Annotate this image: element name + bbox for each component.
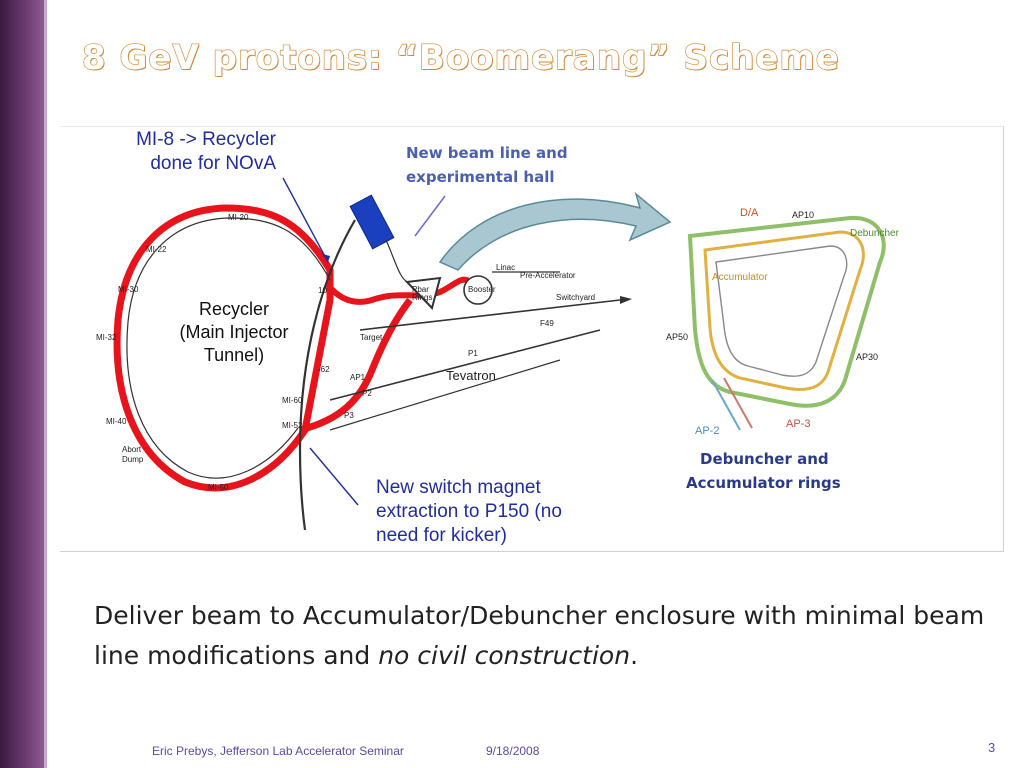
label-mi40: MI-40 xyxy=(106,417,127,426)
new-beamline-text-1: New beam line and xyxy=(406,144,568,162)
label-mi20: MI-20 xyxy=(228,213,249,222)
newbeam-pointer xyxy=(414,195,446,237)
bullet-text-main: Deliver beam to Accumulator/Debuncher en… xyxy=(94,601,985,670)
tevatron-line xyxy=(329,329,601,401)
new-beamline-wire xyxy=(385,239,409,283)
bullet-text: Deliver beam to Accumulator/Debuncher en… xyxy=(94,596,1004,676)
recycler-label-line2: (Main Injector xyxy=(179,322,289,342)
label-preacc: Pre-Accelerator xyxy=(520,271,576,280)
label-mi22: MI-22 xyxy=(146,245,167,254)
ap3-line xyxy=(723,377,753,429)
label-mi32: MI-32 xyxy=(96,333,117,342)
label-ap3: AP-3 xyxy=(786,418,810,430)
recycler-label-line3: Tunnel) xyxy=(203,345,265,365)
switch-callout-line1: New switch magnet xyxy=(376,477,541,498)
new-beamline-text-2: experimental hall xyxy=(406,168,555,186)
label-p2: P2 xyxy=(362,389,372,398)
label-ap30: AP30 xyxy=(856,352,878,362)
label-m10: 10 xyxy=(318,286,327,295)
label-ap1: AP1 xyxy=(350,373,366,382)
boomerang-diagram: MI-20 MI-22 MI-30 MI-32 MI-40 Abort Dump… xyxy=(96,144,900,531)
recycler-ring xyxy=(113,204,334,492)
experimental-hall xyxy=(349,194,395,250)
accumulator-ring xyxy=(703,230,865,391)
label-mi50: MI-50 xyxy=(208,483,229,492)
label-da: D/A xyxy=(740,207,759,219)
mi8-pointer xyxy=(282,177,329,263)
inset-caption-2: Accumulator rings xyxy=(686,474,841,492)
debuncher-ring xyxy=(687,215,886,408)
switch-magnet-callout: New switch magnet extraction to P150 (no… xyxy=(376,476,646,548)
label-p1: P1 xyxy=(468,349,478,358)
label-debuncher: Debuncher xyxy=(850,228,900,239)
switch-callout-line3: need for kicker) xyxy=(376,525,507,546)
label-rings: Rings xyxy=(412,293,432,302)
label-booster: Booster xyxy=(468,285,496,294)
label-dump: Dump xyxy=(122,455,144,464)
label-ap2: AP-2 xyxy=(695,425,719,437)
mi8-pointer-head xyxy=(322,254,330,262)
ring-outline-inner xyxy=(126,217,331,479)
label-switchyard: Switchyard xyxy=(556,293,595,302)
footer-date: 9/18/2008 xyxy=(486,744,540,758)
transfer-arrow xyxy=(438,191,672,271)
mi8-beamline xyxy=(325,276,472,305)
label-mi60: MI-60 xyxy=(282,396,303,405)
label-target: Target xyxy=(360,333,383,342)
figure-frame xyxy=(60,126,1004,552)
booster-ring xyxy=(463,275,493,305)
slide-sidebar xyxy=(0,0,44,768)
label-mi30: MI-30 xyxy=(118,285,139,294)
switchyard-line xyxy=(359,299,621,331)
switch-callout-line2: extraction to P150 (no xyxy=(376,501,562,522)
recycler-label: Recycler (Main Injector Tunnel) xyxy=(160,298,308,367)
switch-pointer xyxy=(309,447,359,506)
switchyard-arrow xyxy=(620,296,632,304)
label-f49: F49 xyxy=(540,319,554,328)
mi8-callout: MI-8 -> Recycler done for NOvA xyxy=(84,128,276,176)
ap2-line xyxy=(711,379,741,431)
label-p3: P3 xyxy=(344,411,354,420)
label-abort: Abort xyxy=(122,445,142,454)
tevatron-line-2 xyxy=(329,359,561,431)
recycler-label-line1: Recycler xyxy=(198,299,269,319)
inset-caption-1: Debuncher and xyxy=(700,450,829,468)
sidebar-divider xyxy=(44,0,47,768)
mi8-callout-line1: MI-8 -> Recycler xyxy=(136,129,276,150)
label-ap50: AP50 xyxy=(666,332,688,342)
page-number: 3 xyxy=(988,740,996,755)
label-linac: Linac xyxy=(496,263,515,272)
label-tevatron: Tevatron xyxy=(446,368,496,383)
slide-title: 8 GeV protons: “Boomerang” Scheme xyxy=(81,37,840,78)
label-m62: -62 xyxy=(318,365,330,374)
mi8-callout-line2: done for NOvA xyxy=(150,153,276,174)
label-pbar: Pbar xyxy=(412,285,429,294)
bullet-text-end: . xyxy=(630,641,639,670)
p150-beamline xyxy=(299,297,413,434)
footer-author: Eric Prebys, Jefferson Lab Accelerator S… xyxy=(152,744,404,758)
pbar-rings xyxy=(404,276,442,310)
inset-inner-ring xyxy=(715,245,848,377)
bullet-text-emphasis: no civil construction xyxy=(378,641,631,670)
label-ap10: AP10 xyxy=(792,210,814,220)
label-accumulator: Accumulator xyxy=(712,272,768,283)
tevatron-arc xyxy=(298,219,356,531)
label-mi52: MI-52 xyxy=(282,421,303,430)
